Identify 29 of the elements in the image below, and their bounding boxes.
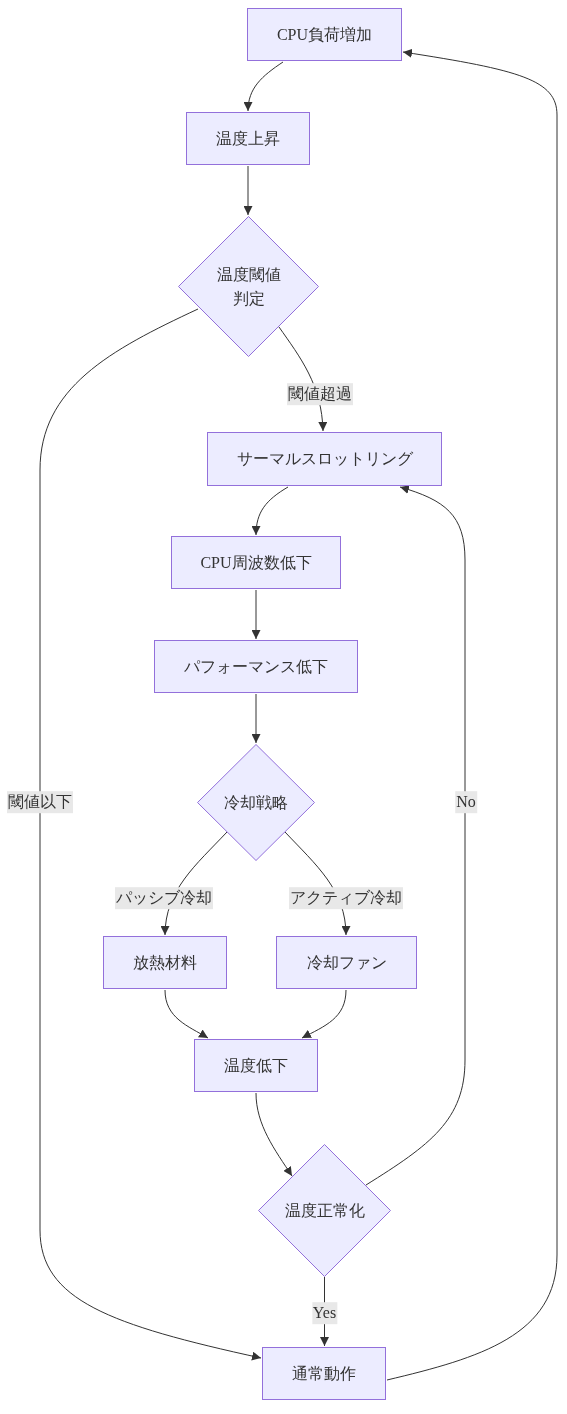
decision-diamond: 温度閾値判定	[178, 216, 319, 357]
edge-label: Yes	[311, 1302, 338, 1324]
arrow	[301, 989, 347, 1039]
arrow	[243, 61, 284, 112]
decision-diamond: 冷却戦略	[197, 744, 315, 861]
process-box: 温度低下	[194, 1039, 318, 1092]
arrow	[251, 693, 261, 744]
arrow	[386, 48, 558, 1381]
process-box: 温度上昇	[186, 112, 310, 165]
edge-label: パッシブ冷却	[115, 887, 213, 909]
edge-label: アクティブ冷却	[289, 887, 403, 909]
arrow	[164, 989, 209, 1039]
process-box: 通常動作	[262, 1347, 386, 1400]
process-box: CPU負荷増加	[247, 8, 402, 61]
process-box: パフォーマンス低下	[154, 640, 358, 693]
arrow	[251, 589, 261, 640]
process-box: 冷却ファン	[276, 936, 417, 989]
arrow	[39, 308, 262, 1361]
arrow	[251, 486, 289, 536]
arrow	[255, 1092, 293, 1177]
arrow	[243, 165, 253, 216]
decision-diamond: 温度正常化	[258, 1144, 391, 1277]
process-box: 放熱材料	[103, 936, 227, 989]
edge-label: 閾値以下	[7, 791, 73, 813]
process-box: CPU周波数低下	[171, 536, 341, 589]
arrow	[365, 485, 466, 1186]
edge-label: No	[455, 791, 477, 813]
process-box: サーマルスロットリング	[207, 432, 442, 486]
edge-label: 閾値超過	[287, 383, 353, 405]
